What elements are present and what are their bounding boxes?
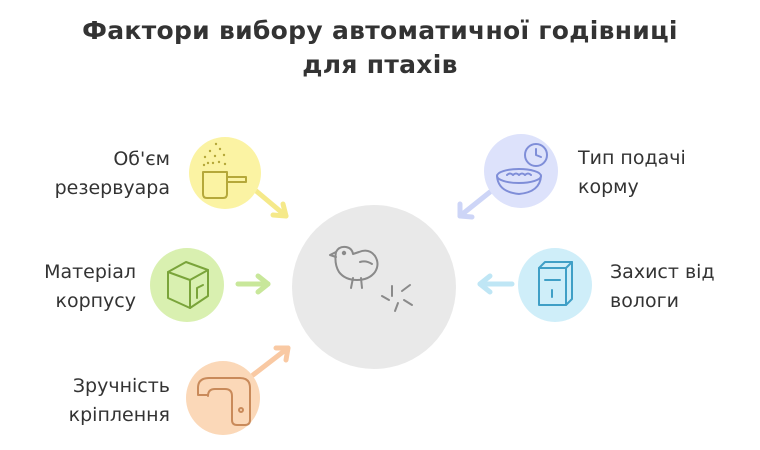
label-material: Матеріал корпусу (44, 261, 136, 312)
arrow-mounting (250, 345, 291, 378)
cube-material-icon (167, 261, 209, 309)
page-title: Фактори вибору автоматичної годівниці дл… (0, 14, 760, 82)
title-line-1: Фактори вибору автоматичної годівниці (82, 16, 678, 45)
timed-bowl-icon (496, 143, 548, 195)
measuring-cup-icon (202, 142, 247, 199)
label-mounting: Зручність кріплення (68, 375, 170, 426)
waterproof-box-icon (538, 261, 573, 306)
center-circle (292, 205, 456, 369)
wall-hook-icon (197, 377, 251, 426)
factor-circle-material (150, 248, 224, 322)
factor-circle-feed-type (484, 134, 558, 208)
bird-pecking-icon (329, 245, 413, 312)
arrow-feed-type (457, 189, 493, 220)
arrow-material (235, 273, 271, 295)
factor-circle-moisture (518, 248, 592, 322)
arrow-volume (252, 187, 289, 219)
connector-arrows (235, 187, 515, 378)
title-line-2: для птахів (302, 50, 458, 79)
label-feed-type: Тип подачі корму (578, 147, 686, 198)
label-moisture: Захист від вологи (610, 261, 715, 312)
arrow-moisture (477, 273, 515, 295)
label-volume: Об'єм резервуара (54, 148, 170, 199)
